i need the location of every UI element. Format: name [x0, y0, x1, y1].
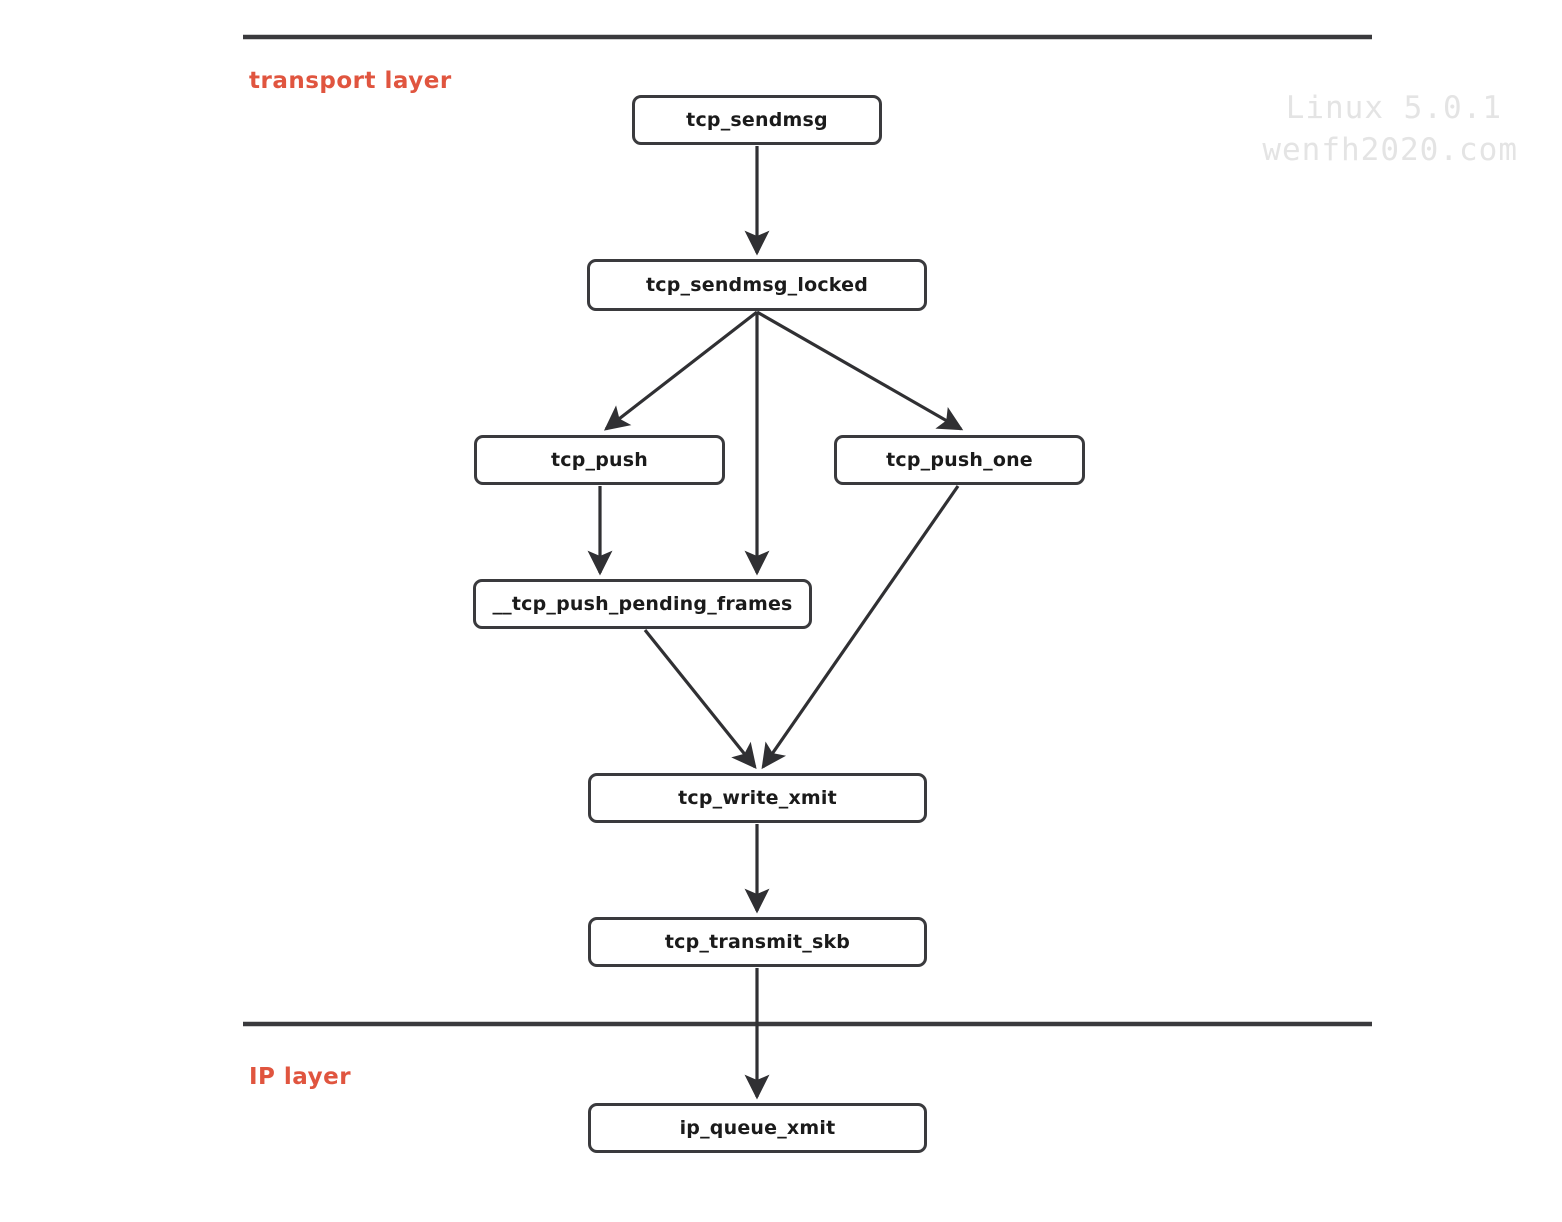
- node-label: tcp_transmit_skb: [664, 931, 851, 953]
- node-ip-queue-xmit[interactable]: ip_queue_xmit: [588, 1103, 927, 1153]
- layer-label-transport: transport layer: [249, 68, 452, 94]
- node-tcp-push-pending-frames[interactable]: __tcp_push_pending_frames: [473, 579, 812, 629]
- layer-label-ip: IP layer: [249, 1064, 352, 1090]
- node-label: tcp_sendmsg_locked: [645, 274, 869, 296]
- watermark-site: wenfh2020.com: [1262, 132, 1518, 168]
- edge-tcp_sendmsg_locked-to-tcp_push_one: [756, 310, 964, 431]
- node-label: ip_queue_xmit: [679, 1117, 836, 1139]
- node-label: tcp_sendmsg: [686, 109, 828, 131]
- node-label: tcp_write_xmit: [678, 787, 837, 809]
- node-label: tcp_push_one: [886, 449, 1033, 471]
- edge-__tcp_push_pending_frames-to-tcp_write_xmit: [643, 628, 757, 769]
- node-label: __tcp_push_pending_frames: [492, 593, 793, 615]
- watermark-version: Linux 5.0.1: [1285, 90, 1502, 126]
- node-label: tcp_push: [550, 449, 648, 471]
- edge-tcp_sendmsg_locked-to-tcp_push: [603, 310, 758, 431]
- node-tcp-write-xmit[interactable]: tcp_write_xmit: [588, 773, 927, 823]
- node-tcp-transmit-skb[interactable]: tcp_transmit_skb: [588, 917, 927, 967]
- node-tcp-sendmsg-locked[interactable]: tcp_sendmsg_locked: [587, 259, 927, 311]
- node-tcp-sendmsg[interactable]: tcp_sendmsg: [632, 95, 882, 145]
- node-tcp-push[interactable]: tcp_push: [474, 435, 725, 485]
- edge-tcp_push_one-to-tcp_write_xmit: [761, 485, 960, 770]
- node-tcp-push-one[interactable]: tcp_push_one: [834, 435, 1085, 485]
